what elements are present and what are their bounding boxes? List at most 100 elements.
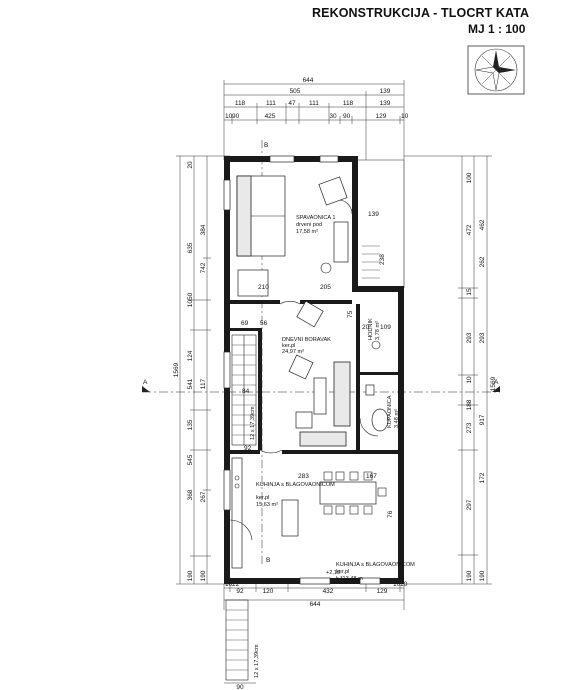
svg-text:3,48 m²: 3,48 m²	[394, 409, 400, 428]
svg-text:84: 84	[242, 388, 250, 395]
stairs: 12 x 17,39cm 12 x 17,39cm	[225, 245, 380, 681]
svg-text:118: 118	[235, 100, 246, 107]
svg-text:10: 10	[466, 376, 473, 384]
svg-text:75: 75	[347, 310, 354, 318]
room-living: DNEVNI BORAVAK ker.pl 24,97 m²	[282, 337, 331, 355]
svg-text:129: 129	[377, 588, 388, 595]
svg-text:92: 92	[236, 588, 244, 595]
svg-text:190: 190	[466, 570, 473, 581]
dim-top-505: 505	[290, 88, 301, 95]
svg-text:190: 190	[187, 570, 194, 581]
bottom-room-label: +2,18 KUHINJA s BLAGOVAONICOM ker.pl k.*…	[326, 562, 415, 582]
svg-text:117: 117	[200, 378, 207, 389]
svg-text:15: 15	[466, 288, 473, 296]
svg-text:541: 541	[187, 378, 194, 389]
svg-text:129: 129	[376, 113, 387, 120]
svg-text:20: 20	[187, 161, 194, 169]
svg-text:KUHINJA s BLAGOVAONICOM: KUHINJA s BLAGOVAONICOM	[336, 562, 415, 568]
svg-text:HODNIK: HODNIK	[368, 318, 374, 340]
svg-text:76: 76	[387, 510, 394, 518]
svg-text:ker.pl: ker.pl	[256, 495, 269, 501]
svg-text:545: 545	[187, 454, 194, 465]
svg-text:KUPAONICA: KUPAONICA	[387, 395, 393, 428]
windows	[223, 155, 381, 585]
svg-text:472: 472	[466, 224, 473, 235]
svg-text:ker.pl: ker.pl	[282, 343, 295, 349]
svg-text:ker.pl: ker.pl	[336, 569, 349, 575]
svg-text:A: A	[494, 379, 499, 386]
svg-text:172: 172	[479, 472, 486, 483]
svg-text:90: 90	[236, 684, 244, 690]
inner-dimensions: 139 238 210 205 20 109 69 56 75 283 167 …	[241, 211, 394, 518]
svg-text:167: 167	[366, 473, 377, 480]
svg-text:742: 742	[200, 262, 207, 273]
dim-top-total: 644	[303, 77, 314, 84]
dim-left-total: 1569	[173, 362, 180, 377]
svg-text:10: 10	[225, 581, 233, 588]
svg-text:B: B	[264, 142, 268, 149]
svg-text:293: 293	[479, 332, 486, 343]
svg-text:238: 238	[379, 254, 386, 265]
svg-text:190: 190	[479, 570, 486, 581]
svg-text:56: 56	[260, 320, 268, 327]
svg-text:190: 190	[200, 570, 207, 581]
top-dimensions: 644 505 139 118 111 47 111 118 139 10 90…	[223, 77, 409, 160]
svg-text:92: 92	[244, 445, 252, 452]
svg-text:drveni pod: drveni pod	[296, 222, 322, 228]
svg-text:10: 10	[401, 113, 409, 120]
room-bedroom: SPAVAONICA 1 drveni pod 17,58 m²	[296, 215, 335, 235]
drawing-scale: MJ 1 : 100	[468, 22, 526, 36]
svg-text:17,58 m²: 17,58 m²	[296, 229, 318, 235]
dim-bottom-total: 644	[310, 601, 321, 608]
svg-text:111: 111	[266, 100, 276, 107]
svg-text:425: 425	[265, 113, 276, 120]
right-dimensions: 1569 100 472 15 293 10 188 273 917 297 1…	[404, 155, 497, 585]
svg-text:205: 205	[320, 284, 331, 291]
svg-text:188: 188	[466, 399, 473, 410]
svg-text:SPAVAONICA 1: SPAVAONICA 1	[296, 215, 335, 221]
svg-text:384: 384	[200, 224, 207, 235]
svg-text:262: 262	[479, 256, 486, 267]
room-kitchen: KUHINJA s BLAGOVAONICOM ker.pl 15,63 m²	[256, 482, 335, 508]
svg-text:20: 20	[362, 324, 370, 331]
svg-text:90: 90	[343, 113, 351, 120]
svg-text:90: 90	[232, 113, 240, 120]
svg-text:15,63 m²: 15,63 m²	[256, 502, 278, 508]
furniture	[229, 175, 389, 569]
dim-top-139: 139	[380, 88, 391, 95]
drawing-title: REKONSTRUKCIJA - TLOCRT KATA	[312, 6, 530, 20]
svg-text:1050: 1050	[187, 292, 194, 307]
svg-text:+2,18: +2,18	[326, 570, 340, 576]
svg-text:368: 368	[187, 489, 194, 500]
svg-text:118: 118	[343, 100, 354, 107]
svg-text:432: 432	[323, 588, 334, 595]
svg-text:267: 267	[200, 491, 207, 502]
svg-text:135: 135	[187, 419, 194, 430]
room-hallway: HODNIK 3,78 m²	[368, 318, 381, 340]
svg-text:69: 69	[241, 320, 249, 327]
svg-text:139: 139	[380, 100, 391, 107]
svg-text:KUHINJA s BLAGOVAONICOM: KUHINJA s BLAGOVAONICOM	[256, 482, 335, 488]
svg-text:124: 124	[187, 350, 194, 361]
svg-text:283: 283	[298, 473, 309, 480]
stair-note: 12 x 17,39cm	[250, 406, 256, 440]
svg-text:k.*13,48 m: k.*13,48 m	[336, 576, 363, 582]
svg-text:462: 462	[479, 219, 486, 230]
north-arrow-compass-icon	[467, 45, 525, 95]
svg-text:635: 635	[187, 242, 194, 253]
svg-text:139: 139	[368, 211, 379, 218]
svg-text:297: 297	[466, 499, 473, 510]
svg-text:293: 293	[466, 332, 473, 343]
svg-text:22: 22	[232, 581, 240, 588]
svg-text:100: 100	[466, 172, 473, 183]
svg-text:47: 47	[288, 100, 296, 107]
left-dimensions: 1569 20 635 1050 124 541 135 545 368 190…	[173, 155, 230, 585]
svg-text:3,78 m²: 3,78 m²	[375, 321, 381, 340]
svg-text:917: 917	[479, 414, 486, 425]
svg-text:210: 210	[258, 284, 269, 291]
svg-text:B: B	[266, 557, 270, 564]
svg-text:24,97 m²: 24,97 m²	[282, 349, 304, 355]
svg-text:10: 10	[400, 581, 408, 588]
svg-text:10: 10	[393, 581, 401, 588]
svg-text:30: 30	[329, 113, 337, 120]
